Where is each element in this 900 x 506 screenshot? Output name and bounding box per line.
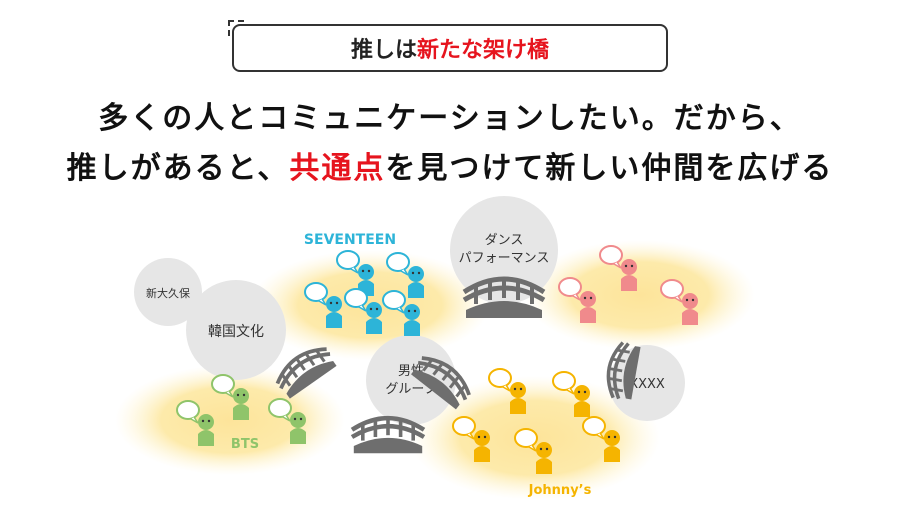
person-head xyxy=(474,430,490,446)
person-blue-2 xyxy=(304,282,342,328)
bridge-icon-bottom xyxy=(352,417,424,453)
person-body xyxy=(604,446,620,462)
person-head xyxy=(198,414,214,430)
person-orange-3 xyxy=(514,428,552,474)
person-head xyxy=(574,385,590,401)
topic-label-male-group-2: グループ xyxy=(385,382,436,397)
topic-bubble-dance xyxy=(450,196,558,304)
person-body xyxy=(536,458,552,474)
person-head xyxy=(358,264,374,280)
topic-bubble-shin-okubo xyxy=(134,258,202,326)
person-body xyxy=(408,282,424,298)
person-head xyxy=(366,302,382,318)
speech-bubble-icon xyxy=(344,288,368,308)
speech-bubble-icon xyxy=(452,416,476,436)
person-orange-1 xyxy=(552,371,590,417)
person-orange-4 xyxy=(582,416,620,462)
speech-bubble-icon xyxy=(558,277,582,297)
heading-line-2: 推しがあると、共通点を見つけて新しい仲間を広げる xyxy=(0,143,900,187)
heading-line-2-prefix: 推しがあると、 xyxy=(66,151,290,186)
person-blue-1 xyxy=(386,252,424,298)
person-body xyxy=(474,446,490,462)
heading-highlight: 共通点 xyxy=(289,151,386,186)
person-head xyxy=(682,293,698,309)
person-body xyxy=(682,309,698,325)
person-head xyxy=(408,266,424,282)
group-label-bts: BTS xyxy=(231,437,259,452)
person-pink-1 xyxy=(558,277,596,323)
person-head xyxy=(404,304,420,320)
person-body xyxy=(290,428,306,444)
speech-bubble-icon xyxy=(582,416,606,436)
person-body xyxy=(233,404,249,420)
person-head xyxy=(536,442,552,458)
heading-line-2-suffix: を見つけて新しい仲間を広げる xyxy=(385,151,834,186)
pink-group-glow xyxy=(525,240,755,350)
person-body xyxy=(326,312,342,328)
heading-line-1: 多くの人とコミュニケーションしたい。だから、 xyxy=(98,101,802,136)
person-head xyxy=(621,259,637,275)
speech-bubble-icon xyxy=(336,250,360,270)
person-head xyxy=(580,291,596,307)
person-body xyxy=(404,320,420,336)
person-body xyxy=(621,275,637,291)
person-green-0 xyxy=(211,374,249,420)
topic-label-dance-1: ダンス xyxy=(485,233,524,248)
person-orange-0 xyxy=(488,368,526,414)
person-head xyxy=(510,382,526,398)
title-prefix: 推しは xyxy=(350,38,417,63)
speech-bubble-icon xyxy=(304,282,328,302)
person-body xyxy=(574,401,590,417)
speech-bubble-icon xyxy=(552,371,576,391)
topic-label-shin-okubo: 新大久保 xyxy=(146,286,190,300)
topic-label-dance-2: パフォーマンス xyxy=(459,251,550,266)
title-highlight: 新たな架け橋 xyxy=(417,38,550,63)
speech-bubble-icon xyxy=(488,368,512,388)
speech-bubble-icon xyxy=(268,398,292,418)
person-orange-2 xyxy=(452,416,490,462)
person-body xyxy=(510,398,526,414)
group-label-seventeen: SEVENTEEN xyxy=(304,232,396,248)
person-body xyxy=(580,307,596,323)
topic-bubble-korean-culture xyxy=(186,280,286,380)
speech-bubble-icon xyxy=(660,279,684,299)
person-blue-4 xyxy=(382,290,420,336)
person-head xyxy=(326,296,342,312)
topic-bubble-male-group xyxy=(366,335,456,425)
person-body xyxy=(198,430,214,446)
speech-bubble-icon xyxy=(386,252,410,272)
group-label-johnnys: Johnny’s xyxy=(528,483,592,498)
speech-bubble-icon xyxy=(176,400,200,420)
speech-bubble-icon xyxy=(382,290,406,310)
title-box: 推しは新たな架け橋 xyxy=(232,24,668,72)
topic-label-xxxx: XXXX xyxy=(629,377,665,392)
speech-bubble-icon xyxy=(514,428,538,448)
person-pink-0 xyxy=(599,245,637,291)
speech-bubble-icon xyxy=(599,245,623,265)
person-blue-3 xyxy=(344,288,382,334)
person-body xyxy=(366,318,382,334)
person-green-1 xyxy=(176,400,214,446)
bridge-icon-top xyxy=(464,278,544,318)
person-head xyxy=(233,388,249,404)
person-head xyxy=(604,430,620,446)
topic-label-korean-culture: 韓国文化 xyxy=(208,324,264,340)
person-head xyxy=(290,412,306,428)
person-pink-2 xyxy=(660,279,698,325)
person-green-2 xyxy=(268,398,306,444)
speech-bubble-icon xyxy=(211,374,235,394)
